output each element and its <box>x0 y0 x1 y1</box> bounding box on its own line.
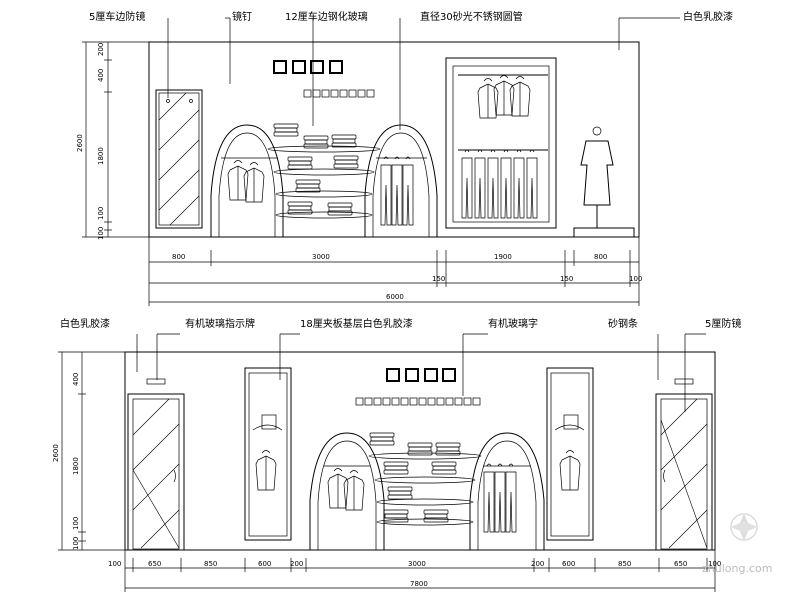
top-sign-characters <box>273 60 343 74</box>
bottom-vdim-100b: 100 <box>72 537 80 550</box>
top-hdim-1900: 1900 <box>494 253 512 261</box>
bottom-callout-sign: 有机玻璃指示牌 <box>185 317 255 330</box>
bottom-hdim-10: 100 <box>708 560 721 568</box>
top-vdim-100b: 100 <box>97 227 105 240</box>
bottom-hdim-6: 200 <box>531 560 544 568</box>
bottom-vertical-dims <box>58 351 125 551</box>
watermark-logo <box>730 513 758 541</box>
top-elevation: 5厘车边防镜 镜钉 12厘车边钢化玻璃 直径30砂光不锈钢圆管 白色乳胶漆 20… <box>76 10 733 306</box>
bottom-left-panel <box>244 367 292 541</box>
top-callout-mirror: 5厘车边防镜 <box>89 10 145 23</box>
top-callout-paint: 白色乳胶漆 <box>683 10 733 23</box>
top-hdim-100: 100 <box>629 275 642 283</box>
bottom-right-panel <box>546 367 594 541</box>
bottom-vdim-400: 400 <box>72 373 80 386</box>
top-vdim-400: 400 <box>97 69 105 82</box>
bottom-hdim-9: 650 <box>674 560 687 568</box>
bottom-hdim-0: 100 <box>108 560 121 568</box>
top-hanging-panel <box>445 57 557 229</box>
bottom-horizontal-dims <box>124 550 716 592</box>
top-mirror <box>155 89 203 229</box>
bottom-hdim-7: 600 <box>562 560 575 568</box>
bottom-sign-subtext <box>355 397 481 406</box>
bottom-hdim-5: 3000 <box>408 560 426 568</box>
bottom-hdim-3: 600 <box>258 560 271 568</box>
top-hdim-800b: 800 <box>594 253 607 261</box>
watermark-text: zhulong.com <box>702 562 772 575</box>
bottom-callout-paint: 白色乳胶漆 <box>60 317 110 330</box>
top-callout-tube: 直径30砂光不锈钢圆管 <box>420 10 523 23</box>
top-hdim-3000: 3000 <box>312 253 330 261</box>
bottom-callout-mirror: 5厘防镜 <box>705 317 741 330</box>
top-hdim-800a: 800 <box>172 253 185 261</box>
bottom-elevation: 白色乳胶漆 有机玻璃指示牌 18厘夹板基层白色乳胶漆 有机玻璃字 砂钢条 5厘防… <box>52 317 741 592</box>
top-sign-subtext <box>303 89 375 98</box>
bottom-right-door <box>655 378 713 551</box>
bottom-callout-steel: 砂钢条 <box>608 317 638 330</box>
bottom-vdim-100a: 100 <box>72 517 80 530</box>
top-callout-nail: 镜钉 <box>232 10 252 23</box>
bottom-hdim-4: 200 <box>290 560 303 568</box>
bottom-arch-unit <box>309 432 545 550</box>
bottom-callout-plywood: 18厘夹板基层白色乳胶漆 <box>300 317 413 330</box>
bottom-left-door <box>127 378 185 551</box>
bottom-hdim-2: 850 <box>204 560 217 568</box>
top-arch-unit <box>210 123 438 237</box>
top-vertical-dims <box>82 41 149 238</box>
bottom-callout-leaders <box>136 333 706 412</box>
bottom-callout-letters: 有机玻璃字 <box>488 317 538 330</box>
top-callout-glass: 12厘车边钢化玻璃 <box>285 10 368 23</box>
top-vdim-2600: 2600 <box>76 134 84 152</box>
top-vdim-200: 200 <box>97 43 105 56</box>
top-horizontal-dims <box>148 237 640 306</box>
top-callout-leaders <box>167 17 680 130</box>
top-hdim-150a: 150 <box>432 275 445 283</box>
bottom-hdim-1: 650 <box>148 560 161 568</box>
bottom-hdim-8: 850 <box>618 560 631 568</box>
top-mannequin <box>573 126 635 238</box>
top-hdim-150b: 150 <box>560 275 573 283</box>
bottom-vdim-2600: 2600 <box>52 444 60 462</box>
top-hdim-total: 6000 <box>386 293 404 301</box>
bottom-hdim-total: 7800 <box>410 580 428 588</box>
top-vdim-1800: 1800 <box>97 147 105 165</box>
top-vdim-100a: 100 <box>97 207 105 220</box>
bottom-sign-characters <box>386 368 456 382</box>
bottom-vdim-1800: 1800 <box>72 457 80 475</box>
